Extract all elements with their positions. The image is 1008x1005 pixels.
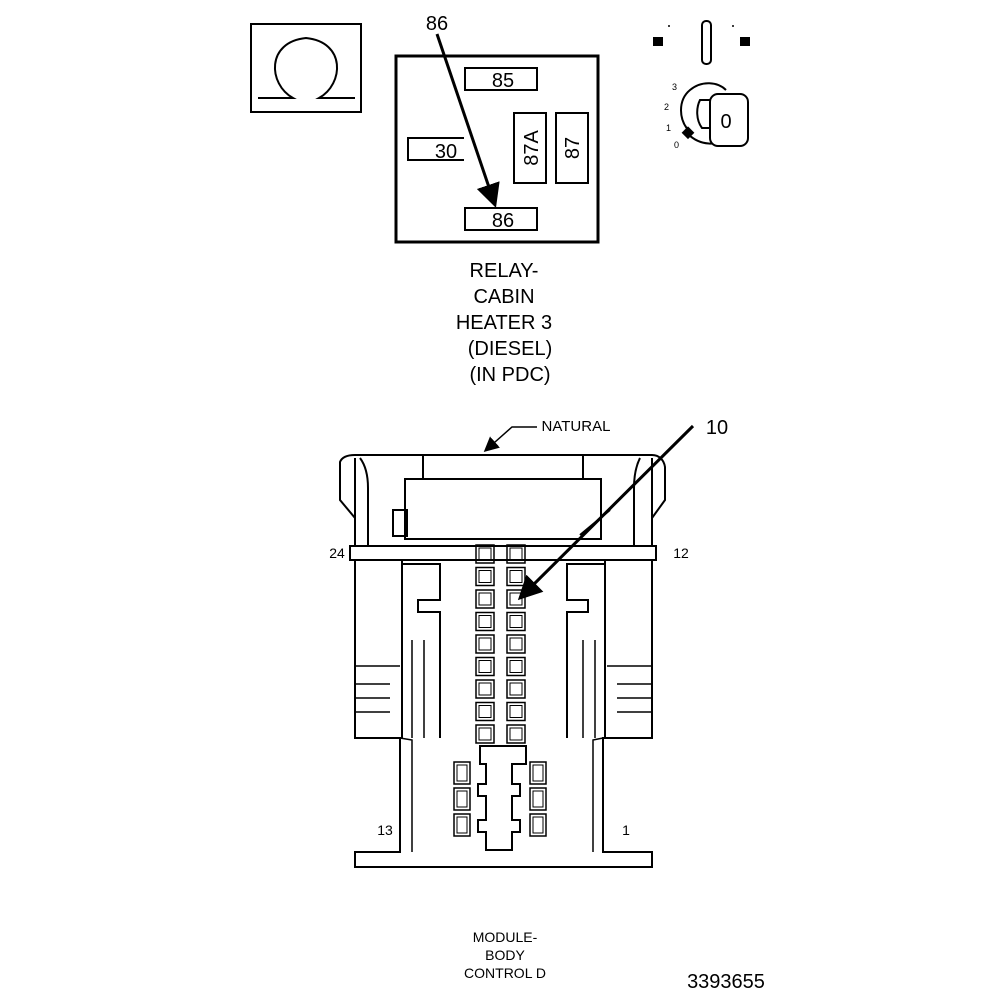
terminal-cavity	[475, 656, 495, 677]
relay-pin-86-label: 86	[492, 210, 514, 232]
relay-callout-arrow	[435, 33, 500, 208]
relay-callout-label: 86	[426, 13, 448, 35]
terminal-cavity-inner	[509, 547, 523, 561]
ignition-position-0: 0	[674, 140, 679, 150]
ignition-key-label: 0	[720, 111, 731, 133]
terminal-cavity	[475, 724, 495, 744]
connector-material-label: NATURAL	[542, 418, 611, 435]
ignition-switch-icon: 3 2 1 0 0	[653, 20, 750, 150]
connector-material-leader	[483, 426, 537, 452]
terminal-cavity-inner	[478, 547, 492, 561]
relay-pin-30-label: 30	[435, 141, 457, 163]
terminal-cavity-inner	[532, 764, 544, 782]
connector-callout-label: 10	[706, 417, 728, 439]
terminal-cavity	[453, 761, 471, 785]
relay-caption-line-3: HEATER 3	[456, 312, 552, 334]
ground-symbol-icon	[250, 23, 362, 113]
relay-pin-87: 87	[555, 112, 589, 184]
connector-body	[354, 559, 653, 868]
terminal-cavity	[475, 634, 495, 654]
terminal-cavity	[506, 634, 526, 654]
terminal-cavity-inner	[478, 705, 492, 718]
terminal-cavity-inner	[478, 637, 492, 651]
connector-diagram: NATURAL 10 24 12 13 1	[329, 417, 728, 868]
terminal-cavity-inner	[478, 682, 492, 696]
relay-caption-line-1: RELAY-	[470, 260, 539, 282]
terminal-cavity-inner	[509, 705, 523, 718]
terminal-cavity	[506, 611, 526, 632]
terminal-cavity-inner	[509, 615, 523, 628]
terminal-cavity	[475, 566, 495, 587]
relay-caption-line-5: (IN PDC)	[469, 364, 550, 386]
terminal-cavity-inner	[509, 682, 523, 696]
terminal-cavity-inner	[478, 660, 492, 673]
terminal-cavity	[453, 813, 471, 837]
terminal-cavity	[475, 611, 495, 632]
connector-pin-13-label: 13	[377, 822, 393, 838]
connector-callout-arrow	[517, 424, 695, 601]
relay-diagram: 85 30 87A 87 86 86	[394, 13, 600, 244]
terminal-cavity-inner	[456, 790, 468, 808]
terminal-cavity-inner	[509, 570, 523, 583]
ignition-position-3: 3	[672, 82, 677, 92]
connector-pin-12-label: 12	[673, 545, 689, 561]
ignition-position-1: 1	[666, 123, 671, 133]
terminal-cavity-inner	[509, 727, 523, 741]
connector-key	[477, 745, 527, 851]
connector-caption: MODULE- BODY CONTROL D	[464, 929, 546, 981]
terminal-cavity-inner	[509, 592, 523, 606]
terminal-cavity-inner	[456, 816, 468, 834]
terminal-cavity-inner	[478, 727, 492, 741]
terminal-cavity	[529, 813, 547, 837]
terminal-cavity-inner	[509, 637, 523, 651]
relay-pin-87a-label: 87A	[521, 130, 543, 166]
connector-housing-top	[339, 454, 666, 549]
relay-pin-87a: 87A	[513, 112, 547, 184]
terminal-cavity-inner	[478, 615, 492, 628]
figure-id: 3393655	[687, 971, 765, 993]
terminal-cavities	[453, 544, 547, 837]
terminal-cavity-inner	[478, 592, 492, 606]
connector-caption-line-3: CONTROL D	[464, 965, 546, 981]
terminal-cavity	[529, 787, 547, 811]
terminal-cavity	[506, 701, 526, 722]
terminal-cavity	[475, 679, 495, 699]
terminal-cavity	[475, 544, 495, 564]
relay-pin-85-label: 85	[492, 70, 514, 92]
connector-caption-line-1: MODULE-	[473, 929, 538, 945]
terminal-cavity	[529, 761, 547, 785]
terminal-cavity	[506, 724, 526, 744]
connector-lock-band	[349, 545, 657, 561]
terminal-cavity	[475, 701, 495, 722]
connector-pin-1-label: 1	[622, 822, 630, 838]
relay-pin-30: 30	[407, 137, 464, 163]
terminal-cavity-inner	[532, 816, 544, 834]
relay-pin-86: 86	[464, 207, 538, 232]
relay-pin-85: 85	[464, 67, 538, 92]
terminal-cavity	[506, 679, 526, 699]
terminal-cavity	[506, 544, 526, 564]
relay-pin-87-label: 87	[562, 137, 584, 159]
relay-outline	[394, 54, 600, 244]
ignition-position-2: 2	[664, 102, 669, 112]
terminal-cavity-inner	[456, 764, 468, 782]
connector-caption-line-2: BODY	[485, 947, 525, 963]
relay-caption: RELAY- CABIN HEATER 3 (DIESEL) (IN PDC)	[456, 260, 552, 386]
terminal-cavity	[506, 656, 526, 677]
connector-pin-24-label: 24	[329, 545, 345, 561]
terminal-cavity	[475, 589, 495, 609]
terminal-cavity-inner	[509, 660, 523, 673]
terminal-cavity-inner	[532, 790, 544, 808]
relay-caption-line-4: (DIESEL)	[468, 338, 552, 360]
relay-caption-line-2: CABIN	[473, 286, 534, 308]
terminal-cavity	[453, 787, 471, 811]
terminal-cavity-inner	[478, 570, 492, 583]
